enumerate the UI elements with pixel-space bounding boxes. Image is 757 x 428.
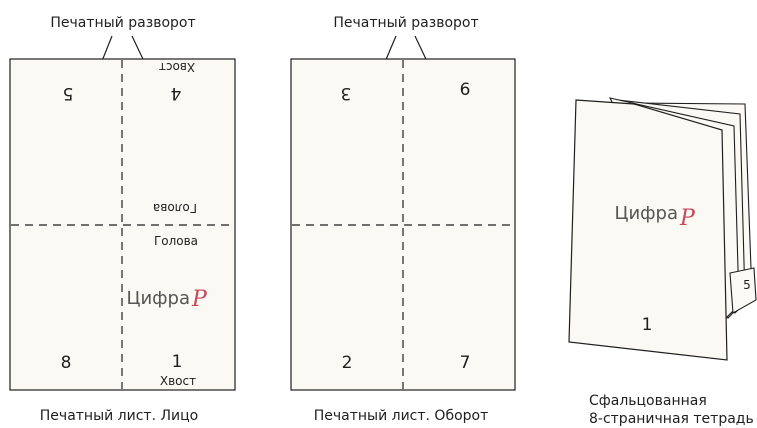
logo-front: Цифра P (126, 287, 208, 312)
spread-label-back: Печатный разворот (333, 15, 478, 31)
caption-front: Печатный лист. Лицо (40, 408, 198, 424)
head-label-top: Голова (153, 201, 197, 215)
page-number-1: 1 (172, 352, 183, 372)
caption-back: Печатный лист. Оборот (314, 408, 489, 424)
logo-folded: Цифра P (614, 203, 696, 231)
tail-label-top: Хвост (159, 60, 195, 74)
sheet-front: 5 4 Хвост Голова Голова Цифра P 8 1 Хвос… (9, 58, 236, 391)
signature-side-page (729, 267, 757, 314)
logo-mark-front: P (191, 287, 208, 312)
page-number-4: 4 (171, 83, 182, 103)
folded-page-number-1: 1 (642, 315, 653, 335)
signature-cover (568, 99, 728, 361)
logo-text-folded: Цифра (614, 203, 678, 224)
page-number-6: 6 (460, 80, 471, 100)
logo-mark-folded: P (679, 206, 696, 231)
spread-label-front: Печатный разворот (50, 15, 195, 31)
page-number-2: 2 (342, 353, 353, 373)
caption-folded-line1: Сфальцованная (589, 393, 707, 409)
page-number-7: 7 (460, 353, 471, 373)
head-label-bottom: Голова (154, 234, 198, 248)
sheet-back: 3 6 2 7 (290, 58, 516, 391)
folded-page-number-5: 5 (743, 278, 751, 292)
logo-text-front: Цифра (126, 288, 190, 309)
tail-label-bottom: Хвост (160, 374, 196, 388)
page-number-8: 8 (61, 353, 72, 373)
folded-signature: 5 Цифра P 1 (568, 97, 757, 361)
page-number-5: 5 (63, 83, 74, 103)
caption-folded-line2: 8-страничная тетрадь (589, 411, 754, 427)
page-number-3: 3 (341, 83, 352, 103)
